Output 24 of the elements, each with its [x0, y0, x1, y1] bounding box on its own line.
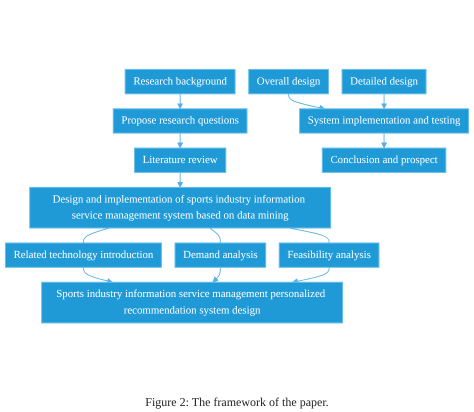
node-box: Research background	[124, 68, 236, 94]
arrow	[177, 172, 184, 188]
arrow	[292, 266, 330, 284]
connector	[83, 227, 110, 244]
node-box: Detailed design	[342, 68, 427, 94]
node-box: Related technology introduction	[4, 242, 162, 268]
arrow	[381, 132, 388, 148]
node-box: Demand analysis	[174, 242, 266, 268]
node-box: Design and implementation of sports industry information service management system based on data mining	[29, 186, 332, 228]
node-box: Overall design	[248, 68, 329, 94]
arrow	[83, 266, 113, 284]
node-box: Propose research questions	[112, 108, 248, 134]
arrow	[381, 93, 388, 109]
node-box: Sports industry information service management personalized recommendation system design	[41, 282, 344, 324]
arrow	[177, 132, 184, 148]
node-box: Conclusion and prospect	[322, 147, 446, 173]
connector	[209, 227, 221, 244]
arrow	[177, 93, 184, 109]
node-box: Literature review	[134, 147, 226, 173]
node-box: System implementation and testing	[299, 108, 470, 134]
figure-caption: Figure 2: The framework of the paper.	[144, 395, 330, 410]
arrow	[288, 93, 326, 110]
arrow	[212, 266, 221, 282]
node-box: Feasibility analysis	[278, 242, 380, 268]
